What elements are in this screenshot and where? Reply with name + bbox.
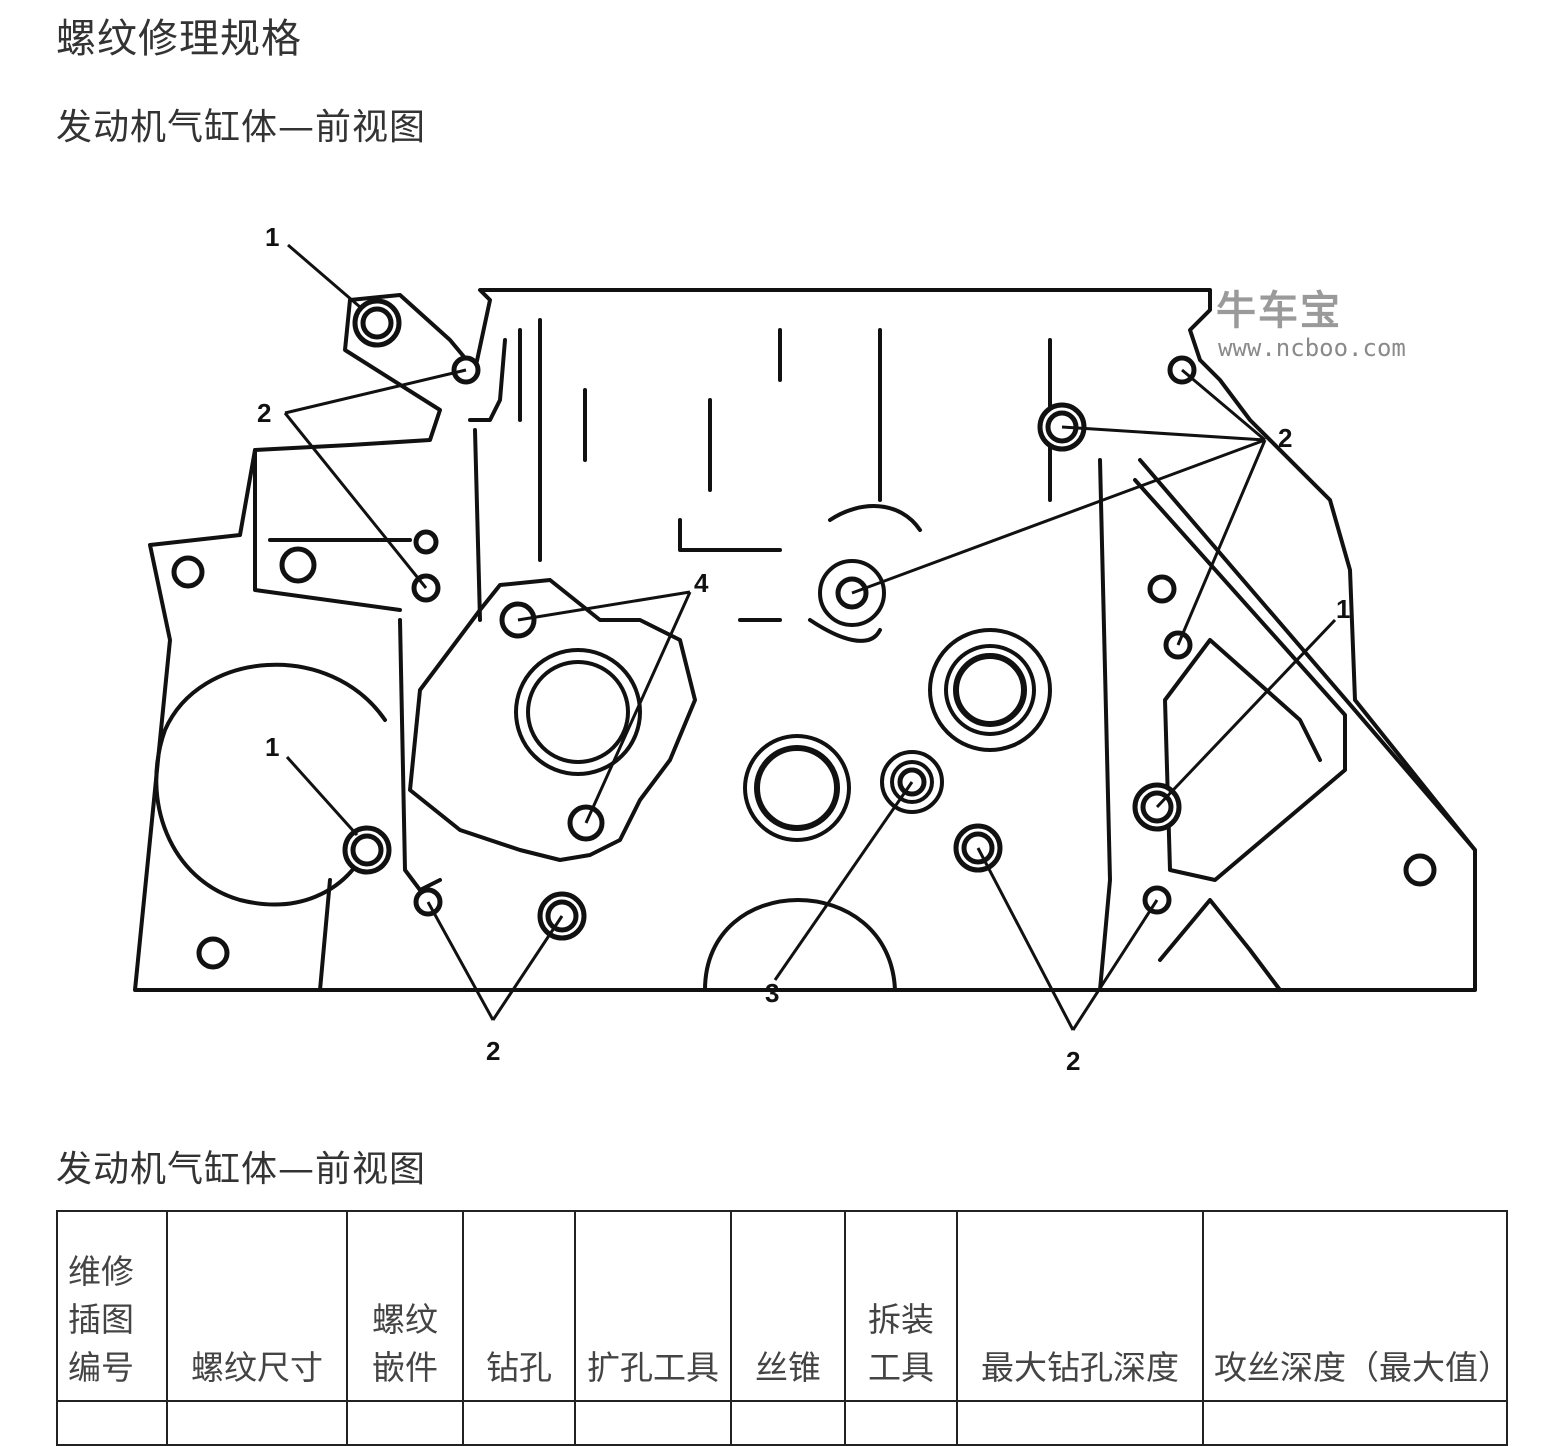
balance-shaft-bore [928, 628, 1052, 752]
oil-pump-bore [514, 648, 642, 776]
engine-block-front-view-diagram: 1 2 1 2 4 3 2 1 2 [133, 222, 1477, 1076]
col-header-drill: 钻孔 [462, 1210, 576, 1402]
col-header-install-tool: 拆装工具 [844, 1210, 958, 1402]
col-header-max-tap-depth: 攻丝深度（最大值） [1202, 1210, 1511, 1402]
crank-seal-bore [743, 734, 851, 842]
figure-title: 发动机气缸体—前视图 [56, 107, 427, 148]
figure-caption: 发动机气缸体—前视图 [56, 1149, 427, 1190]
block-outline [133, 288, 1477, 992]
table-header-row: 维修插图编号 螺纹尺寸 螺纹嵌件 钻孔 扩孔工具 丝锥 拆装工具 最大钻孔深度 … [56, 1210, 1511, 1402]
col-header-thread-insert: 螺纹嵌件 [346, 1210, 464, 1402]
callout-1-right: 1 [1336, 594, 1350, 624]
col-header-counterbore-tool: 扩孔工具 [574, 1210, 732, 1402]
table-row [56, 1400, 1508, 1446]
thread-repair-spec-table: 维修插图编号 螺纹尺寸 螺纹嵌件 钻孔 扩孔工具 丝锥 拆装工具 最大钻孔深度 … [56, 1210, 1511, 1446]
callout-2-left: 2 [257, 398, 271, 428]
watermark-brand: 牛车宝 [1216, 288, 1342, 334]
callout-3: 3 [765, 978, 779, 1008]
callout-1-mid-left: 1 [265, 732, 279, 762]
crank-arch [703, 898, 897, 992]
callout-2-right: 2 [1278, 423, 1292, 453]
callout-1-top-left: 1 [265, 222, 279, 252]
left-bore [154, 662, 387, 907]
callout-2-bottom-right: 2 [1066, 1046, 1080, 1076]
col-header-illustration-no: 维修插图编号 [56, 1210, 168, 1402]
watermark-url: www.ncboo.com [1218, 334, 1406, 362]
callout-2-bottom-left: 2 [486, 1036, 500, 1066]
callout-4: 4 [694, 568, 709, 598]
oil-pump-housing [408, 578, 697, 862]
col-header-thread-size: 螺纹尺寸 [166, 1210, 348, 1402]
col-header-tap: 丝锥 [730, 1210, 846, 1402]
col-header-max-drill-depth: 最大钻孔深度 [956, 1210, 1204, 1402]
page-title: 螺纹修理规格 [56, 16, 302, 62]
